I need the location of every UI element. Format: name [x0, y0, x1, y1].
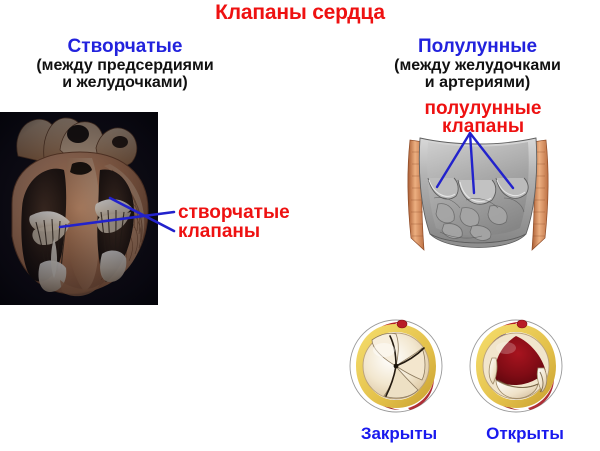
column-subtitle-cuspid-line2: и желудочками) — [62, 74, 188, 91]
aortic-valve-open — [469, 319, 563, 413]
coronary-ostium-nodule — [516, 319, 528, 329]
callout-cuspid-line1: створчатые — [178, 202, 290, 223]
photo-vignette — [0, 112, 158, 305]
open-lumen — [494, 336, 546, 386]
page-title: Клапаны сердца — [215, 1, 385, 24]
callout-semilunar-line1: полулунные — [424, 98, 542, 119]
coronary-ostium-nodule — [396, 319, 408, 329]
callout-semilunar-line2: клапаны — [441, 116, 525, 137]
callout-cuspid-line2: клапаны — [178, 221, 261, 242]
column-subtitle-semilunar-line2: и артериями) — [424, 74, 531, 91]
valve-state-label-closed: Закрыты — [360, 424, 438, 443]
aortic-valve-closed — [349, 319, 443, 413]
commissure-lines — [385, 335, 425, 397]
valve-state-label-open: Открыты — [486, 424, 564, 443]
heart-cross-section-photo — [0, 112, 158, 305]
column-subtitle-semilunar-line1: (между желудочками — [394, 57, 561, 74]
column-heading-semilunar: Полулунные — [417, 36, 538, 57]
semilunar-valve-drawing — [407, 137, 549, 251]
valve-cusps-open — [488, 357, 548, 399]
column-heading-cuspid: Створчатые — [67, 36, 183, 57]
sinus-trabeculae — [435, 203, 508, 241]
column-subtitle-cuspid-line1: (между предсердиями — [36, 57, 214, 74]
vessel-bottom-edge — [429, 233, 527, 248]
